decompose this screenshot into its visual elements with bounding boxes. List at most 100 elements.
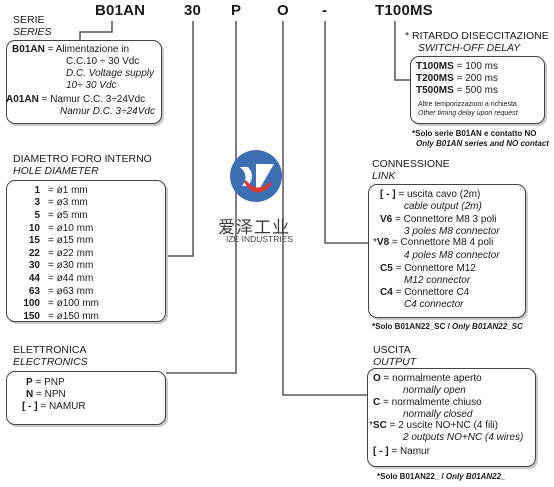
diametro-value: = ø44 mm	[48, 272, 94, 284]
diametro-subtitle: HOLE DIAMETER	[13, 165, 99, 177]
elettronica-title: ELETTRONICA	[13, 344, 87, 356]
uscita-r1-code: O	[373, 373, 381, 384]
serie-title: SERIE	[13, 14, 45, 26]
watermark-cn: 爱泽工业	[218, 218, 290, 238]
diametro-value: = ø3 mm	[48, 197, 88, 209]
elettronica-code-namur: [ - ]	[22, 401, 38, 412]
elettronica-code-p: P	[26, 377, 33, 388]
uscita-r4-code: [ - ]	[373, 446, 389, 457]
code-series: B01AN	[95, 2, 146, 19]
diametro-value: = ø5 mm	[48, 209, 88, 221]
diametro-code: 1	[34, 184, 40, 196]
connessione-title: CONNESSIONE	[372, 158, 450, 170]
connessione-r1-code: [ - ]	[380, 189, 396, 200]
connessione-r5-code: C4	[380, 287, 393, 298]
code-output: O	[277, 2, 289, 19]
elettronica-value-namur: = NAMUR	[37, 401, 86, 412]
connessione-r4: C5 = Connettore M12	[380, 263, 476, 275]
connessione-r1: [ - ] = uscita cavo (2m)	[380, 189, 480, 201]
uscita-r2-en: normally closed	[403, 409, 473, 420]
uscita-r3-it: = 2 uscite NO+NC (4 fili)	[386, 420, 498, 431]
diametro-code: 5	[34, 209, 40, 221]
diametro-row: 10 = ø10 mm	[14, 222, 99, 235]
connessione-r5: C4 = Connettore C4	[380, 287, 469, 299]
connessione-r3-star: *	[373, 237, 377, 248]
diametro-row: 100 = ø100 mm	[14, 297, 99, 310]
connessione-r1-en: cable output (2m)	[404, 201, 482, 212]
connessione-r4-it: = Connettore M12	[392, 263, 476, 274]
diametro-row: 5 = ø5 mm	[14, 209, 99, 222]
serie-b01an-code: B01AN	[12, 44, 45, 55]
diametro-value: = ø100 mm	[48, 298, 99, 310]
connessione-r3-code: V8	[376, 237, 390, 248]
uscita-r2-code: C	[373, 397, 381, 408]
ritardo-subtitle: SWITCH-OFF DELAY	[418, 42, 521, 54]
uscita-note-prefix: *Solo B01AN22_ /	[377, 472, 446, 481]
diametro-value: = ø150 mm	[48, 310, 99, 322]
uscita-subtitle: OUTPUT	[373, 356, 417, 368]
ritardo-other-it: Altre temporizzazioni a richiesta	[418, 101, 517, 108]
elettronica-box	[6, 371, 166, 425]
serie-b01an-l4: 10÷ 30 Vdc	[66, 80, 117, 91]
diametro-row: 3= ø3 mm	[14, 197, 99, 210]
uscita-r4: [ - ] = Namur	[373, 446, 430, 458]
diametro-row: 22 = ø22 mm	[14, 247, 99, 260]
uscita-title: USCITA	[373, 344, 411, 356]
ritardo-row-200: T200MS = 200 ms	[416, 73, 498, 85]
diametro-value: = ø63 mm	[48, 285, 94, 297]
uscita-r2: C = normalmente chiuso	[373, 397, 482, 409]
elettronica-row-namur: [ - ] = NAMUR	[22, 401, 86, 413]
connessione-r2-en: 3 poles M8 connector	[404, 226, 500, 237]
diametro-row: 1= ø1 mm	[14, 184, 99, 197]
ritardo-value-200: = 200 ms	[453, 73, 498, 84]
connessione-r5-it: = Connettore C4	[392, 287, 470, 298]
serie-a01an-l2: Namur D.C. 3÷24Vdc	[60, 106, 155, 117]
elettronica-code-n: N	[26, 389, 34, 400]
diametro-row: 30 = ø30 mm	[14, 260, 99, 273]
diametro-code: 44	[28, 272, 40, 284]
connessione-note-en: Only B01AN22_SC	[452, 322, 523, 331]
uscita-r3-en: 2 outputs NO+NC (4 wires)	[403, 432, 524, 443]
ize-logo-icon	[230, 150, 282, 202]
elettronica-subtitle: ELECTRONICS	[13, 356, 88, 368]
connessione-r2: V6 = Connettore M8 3 poli	[380, 214, 496, 226]
code-link: -	[322, 2, 328, 19]
elettronica-row-p: P = PNP	[26, 377, 65, 389]
connessione-box	[368, 184, 526, 318]
diametro-value: = ø30 mm	[48, 260, 94, 272]
serie-a01an-text: = Namur C.C. 3÷24Vdc	[38, 94, 146, 105]
code-electronics: P	[231, 2, 242, 19]
serie-a01an-code: A01AN	[6, 94, 39, 105]
diametro-code: 10	[28, 222, 40, 234]
connessione-r1-it: = uscita cavo (2m)	[395, 189, 481, 200]
ritardo-title: * RITARDO DISECCITAZIONE	[405, 30, 549, 42]
diametro-box	[6, 180, 166, 322]
connessione-note: *Solo B01AN22_SC / Only B01AN22_SC	[372, 322, 523, 332]
uscita-r1-it: = normalmente aperto	[380, 373, 482, 384]
diametro-code: 22	[28, 247, 40, 259]
code-delay: T100MS	[375, 2, 433, 19]
serie-b01an-l3: D.C. Voltage supply	[66, 68, 155, 79]
connessione-r2-it: = Connettore M8 3 poli	[392, 214, 497, 225]
uscita-note: *Solo B01AN22_ / Only B01AN22_	[377, 472, 506, 482]
diametro-code: 30	[28, 260, 40, 272]
watermark-en: IZE INDUSTRIES	[226, 234, 294, 244]
diametro-value: = ø22 mm	[48, 247, 94, 259]
uscita-box	[367, 368, 536, 467]
diametro-code: 150	[23, 310, 40, 322]
connessione-note-prefix: *Solo B01AN22_SC /	[372, 322, 453, 331]
diametro-title: DIAMETRO FORO INTERNO	[13, 153, 152, 165]
serie-a01an-line: A01AN = Namur C.C. 3÷24Vdc	[6, 94, 145, 106]
uscita-r4-it: = Namur	[388, 446, 430, 457]
diametro-code: 100	[23, 298, 40, 310]
connessione-r3-en: 4 poles M8 connector	[404, 250, 500, 261]
ritardo-note-en: Only B01AN series and NO contact	[416, 139, 549, 148]
diametro-value: = ø10 mm	[48, 222, 94, 234]
ritardo-code-100: T100MS	[416, 61, 454, 72]
serie-b01an-l2: C.C.10 ÷ 30 Vdc	[66, 56, 140, 67]
ritardo-code-500: T500MS	[416, 85, 454, 96]
ritardo-row-500: T500MS = 500 ms	[416, 85, 498, 97]
diametro-code: 15	[28, 235, 40, 247]
